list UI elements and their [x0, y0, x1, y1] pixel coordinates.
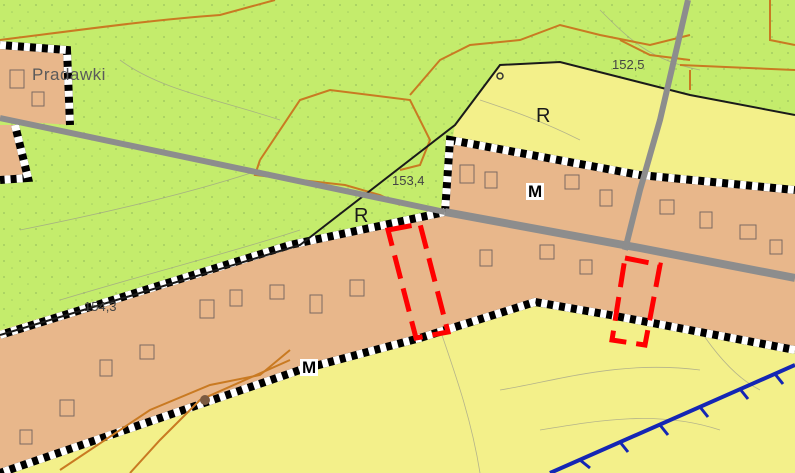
zone-label-r-upper: R	[536, 105, 551, 127]
terrain-lines	[19, 9, 761, 473]
zone-boundary-main-top-white	[0, 135, 795, 339]
zone-label-m-upper: M	[526, 182, 545, 201]
highlighted-plots	[384, 221, 663, 348]
zone-boundary-left-white	[0, 124, 34, 184]
elevation-label-3: 154,3	[84, 299, 117, 314]
highlight-plot-1	[384, 221, 452, 341]
elevation-label-1: 152,5	[612, 57, 645, 72]
agricultural-boundary	[0, 60, 795, 336]
place-name-label: Pradawki	[32, 65, 106, 84]
zone-label-m-lower: M	[300, 358, 319, 377]
roads	[0, 0, 795, 282]
zone-boundary-main-bottom-white	[0, 297, 795, 473]
power-line	[549, 363, 795, 473]
road-north-south	[622, 0, 691, 251]
road-west	[0, 115, 446, 215]
survey-point-marker	[496, 72, 504, 80]
well-marker	[200, 395, 210, 405]
zone-label-r-lower: R	[354, 205, 369, 227]
residential-zone-top-left	[0, 45, 70, 125]
road-east	[444, 208, 795, 282]
building-footprints	[9, 69, 783, 445]
zone-boundary-top-left-black	[0, 41, 74, 126]
elevation-label-2: 153,4	[392, 173, 425, 188]
highlight-plot-2	[609, 255, 663, 348]
